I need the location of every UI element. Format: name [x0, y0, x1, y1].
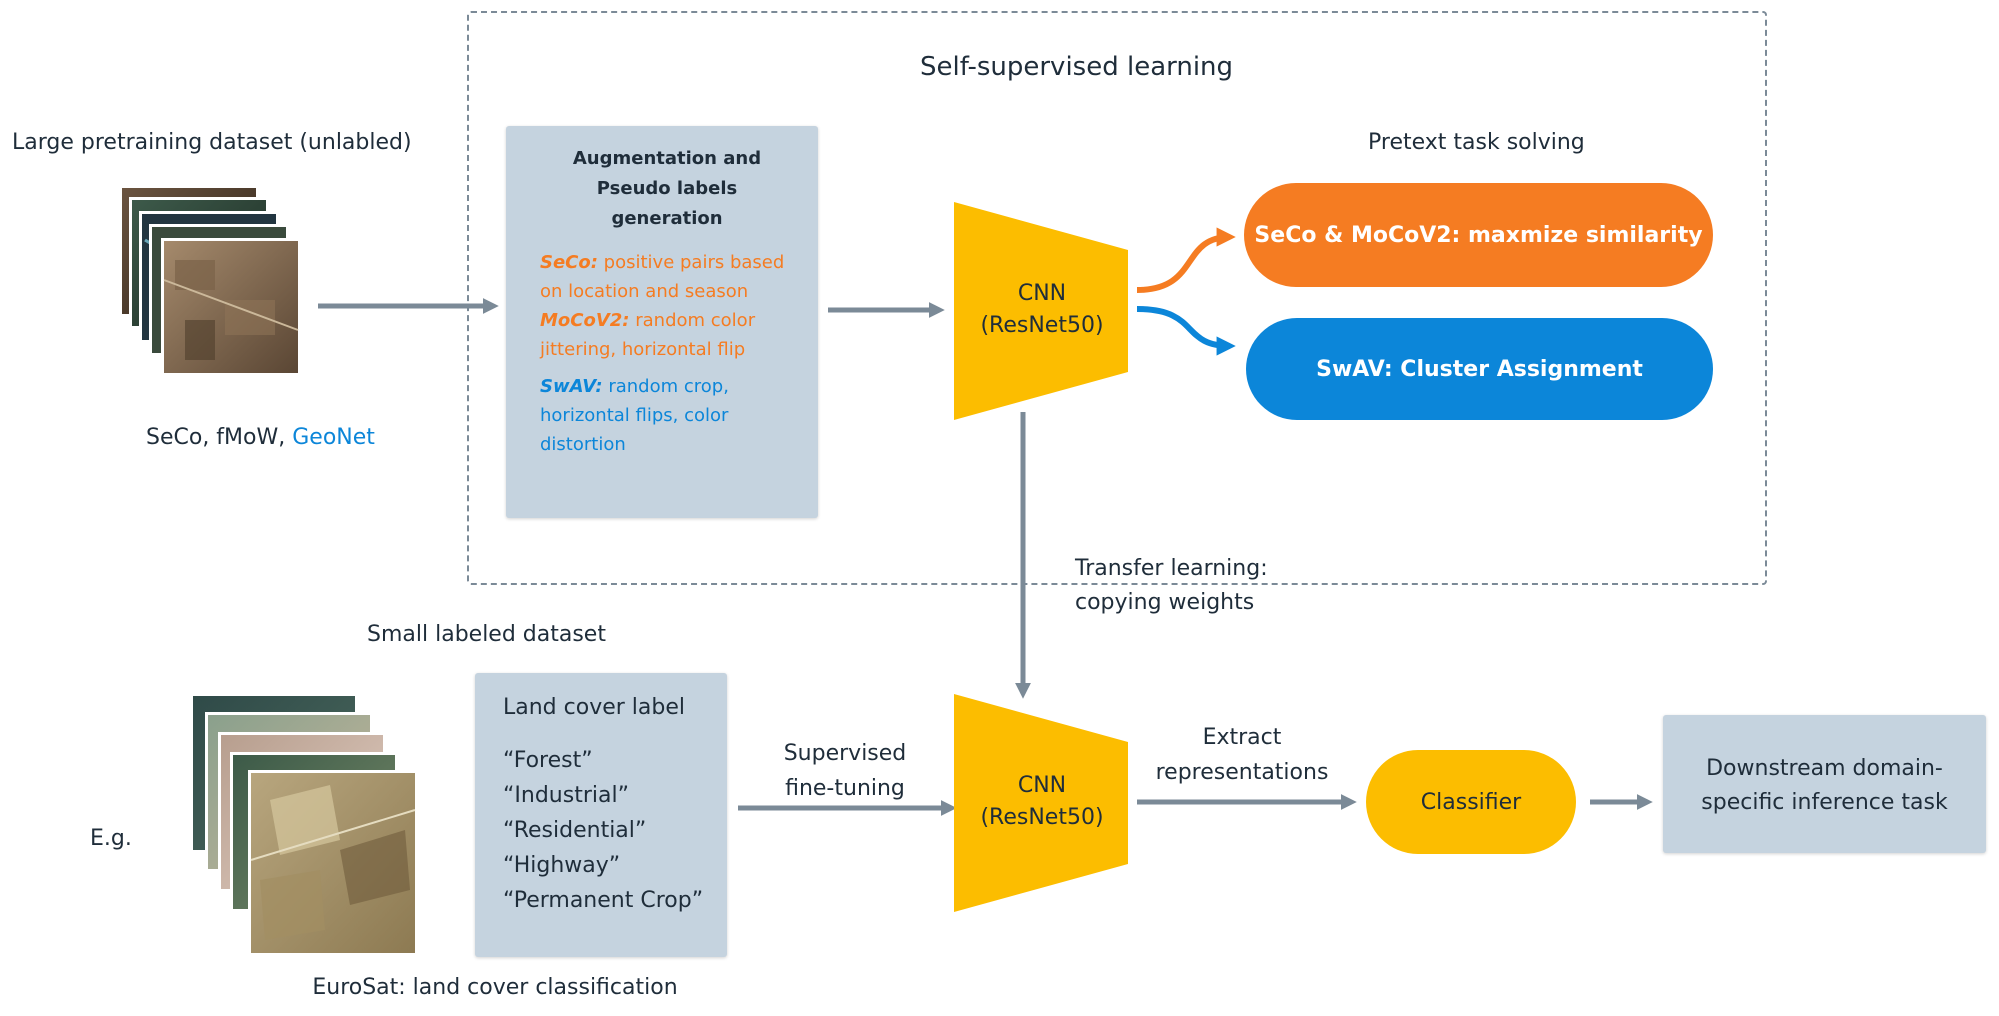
eurosat-image — [248, 770, 418, 956]
seco-keyword: SeCo: — [540, 252, 598, 273]
downstream-line2: specific inference task — [1701, 790, 1948, 815]
extract-line2: representations — [1155, 760, 1329, 785]
extract-line1: Extract — [1202, 725, 1282, 750]
geonet-label: GeoNet — [292, 425, 375, 450]
ssl-title: Self-supervised learning — [920, 52, 1234, 82]
cnn-bottom-label: CNN (ResNet50) — [952, 770, 1132, 834]
self-supervised-frame — [467, 11, 1767, 585]
swav-pill: SwAV: Cluster Assignment — [1246, 318, 1713, 420]
small-dataset-title: Small labeled dataset — [367, 622, 606, 647]
land-cover-box: Land cover label “Forest” “Industrial” “… — [475, 673, 727, 957]
augmentation-title: Augmentation and Pseudo labels generatio… — [572, 148, 762, 229]
cnn-bottom-shape — [954, 694, 1128, 912]
arrow-cnn-to-seco-moco — [1136, 227, 1236, 293]
cnn-bottom-line2: (ResNet50) — [980, 805, 1104, 830]
transfer-learning-label: Transfer learning: copying weights — [1075, 552, 1268, 620]
pretext-title: Pretext task solving — [1368, 130, 1585, 155]
land-cover-title: Land cover label — [503, 695, 685, 720]
cnn-top-label: CNN (ResNet50) — [952, 278, 1132, 342]
cnn-top-line2: (ResNet50) — [980, 313, 1104, 338]
pretrain-image-stack — [119, 185, 301, 376]
finetune-line2: fine-tuning — [785, 776, 905, 801]
downstream-line1: Downstream domain- — [1706, 756, 1943, 781]
land-cover-label: “Permanent Crop” — [503, 888, 704, 913]
downstream-box: Downstream domain- specific inference ta… — [1663, 715, 1986, 853]
eurosat-image-stack — [190, 693, 418, 956]
land-cover-label: “Forest” — [503, 748, 593, 773]
finetune-label: Supervised fine-tuning — [760, 736, 930, 806]
mocov2-keyword: MoCoV2: — [540, 310, 630, 331]
augmentation-swav: SwAV: random crop, horizontal flips, col… — [540, 372, 794, 459]
mocov2-description: random color jittering, horizontal flip — [540, 310, 756, 360]
land-cover-label: “Industrial” — [503, 783, 629, 808]
transfer-line2: copying weights — [1075, 590, 1255, 615]
cnn-top-shape — [954, 202, 1128, 420]
seco-moco-pill: SeCo & MoCoV2: maxmize similarity — [1244, 183, 1713, 287]
augmentation-mocov2: MoCoV2: random color jittering, horizont… — [540, 306, 794, 364]
classifier-pill: Classifier — [1366, 750, 1576, 854]
transfer-line1: Transfer learning: — [1075, 556, 1268, 581]
augmentation-seco: SeCo: positive pairs based on location a… — [540, 248, 794, 306]
eurosat-caption: EuroSat: land cover classification — [312, 975, 678, 1000]
pretrain-datasets-plain: SeCo, fMoW, — [146, 425, 293, 450]
swav-keyword: SwAV: — [540, 376, 603, 397]
pretrain-image — [161, 238, 301, 376]
land-cover-label: “Highway” — [503, 853, 621, 878]
swav-description: random crop, horizontal flips, color dis… — [540, 376, 729, 455]
finetune-line1: Supervised — [783, 741, 907, 766]
seco-description: positive pairs based on location and sea… — [540, 252, 785, 302]
eg-label: E.g. — [90, 826, 132, 851]
extract-label: Extract representations — [1142, 720, 1342, 790]
arrow-cnn-to-swav — [1136, 306, 1236, 356]
cnn-top-line1: CNN — [1017, 281, 1067, 306]
pretrain-dataset-title: Large pretraining dataset (unlabled) — [12, 130, 412, 155]
cnn-bottom-line1: CNN — [1017, 773, 1067, 798]
land-cover-label: “Residential” — [503, 818, 647, 843]
augmentation-box: Augmentation and Pseudo labels generatio… — [506, 126, 818, 518]
pretrain-dataset-names: SeCo, fMoW, GeoNet — [146, 425, 375, 450]
